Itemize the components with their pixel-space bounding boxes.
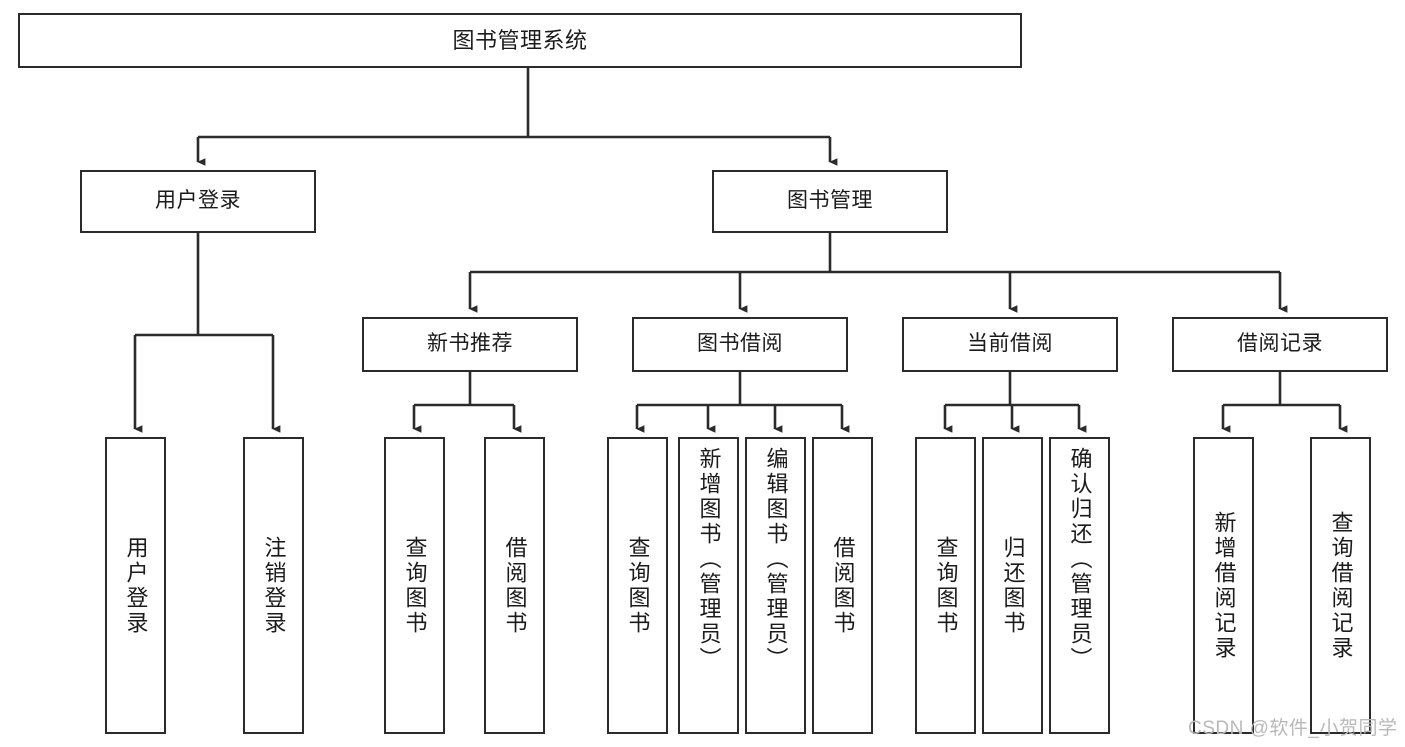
node-label: 借阅记录	[1237, 332, 1323, 356]
leaf-borrow-book[interactable]: 借阅图书	[812, 437, 873, 734]
node-root-library-system[interactable]: 图书管理系统	[18, 13, 1022, 68]
leaf-borrow-book-recommend[interactable]: 借阅图书	[484, 437, 545, 734]
leaf-query-borrow-record[interactable]: 查询借阅记录	[1310, 437, 1371, 734]
leaf-user-logout[interactable]: 注销登录	[243, 437, 304, 734]
node-label: 新增借阅记录	[1211, 510, 1237, 661]
node-label: 借阅图书	[830, 535, 856, 636]
node-label: 查询图书	[933, 535, 959, 636]
node-label: 图书管理系统	[452, 27, 588, 53]
node-label: 用户登录	[155, 189, 241, 213]
leaf-confirm-return-admin[interactable]: 确认归还（管理员）	[1049, 437, 1110, 734]
node-label: 确认归还（管理员）	[1067, 447, 1093, 672]
node-label: 注销登录	[261, 535, 287, 636]
node-label: 用户登录	[123, 535, 149, 636]
node-label: 查询借阅记录	[1328, 510, 1354, 661]
leaf-query-book-current[interactable]: 查询图书	[915, 437, 976, 734]
node-label: 编辑图书（管理员）	[763, 447, 789, 672]
node-label: 新增图书（管理员）	[696, 447, 722, 672]
node-book-borrow[interactable]: 图书借阅	[632, 317, 848, 372]
node-label: 查询图书	[402, 535, 428, 636]
leaf-add-book-admin[interactable]: 新增图书（管理员）	[678, 437, 739, 734]
leaf-query-book-borrow[interactable]: 查询图书	[607, 437, 668, 734]
node-label: 查询图书	[625, 535, 651, 636]
node-label: 当前借阅	[967, 332, 1053, 356]
leaf-return-book[interactable]: 归还图书	[982, 437, 1043, 734]
node-user-login[interactable]: 用户登录	[80, 170, 316, 233]
leaf-add-borrow-record[interactable]: 新增借阅记录	[1193, 437, 1254, 734]
node-borrow-records[interactable]: 借阅记录	[1172, 317, 1388, 372]
node-label: 图书管理	[787, 189, 873, 213]
leaf-edit-book-admin[interactable]: 编辑图书（管理员）	[745, 437, 806, 734]
node-current-borrow[interactable]: 当前借阅	[902, 317, 1118, 372]
leaf-user-login[interactable]: 用户登录	[105, 437, 166, 734]
leaf-query-book-recommend[interactable]: 查询图书	[384, 437, 445, 734]
node-new-book-recommend[interactable]: 新书推荐	[362, 317, 578, 372]
node-label: 新书推荐	[427, 332, 513, 356]
watermark-text: CSDN @软件_小贺同学	[1188, 718, 1398, 739]
node-book-management[interactable]: 图书管理	[712, 170, 948, 233]
node-label: 借阅图书	[502, 535, 528, 636]
node-label: 图书借阅	[697, 332, 783, 356]
node-label: 归还图书	[1000, 535, 1026, 636]
